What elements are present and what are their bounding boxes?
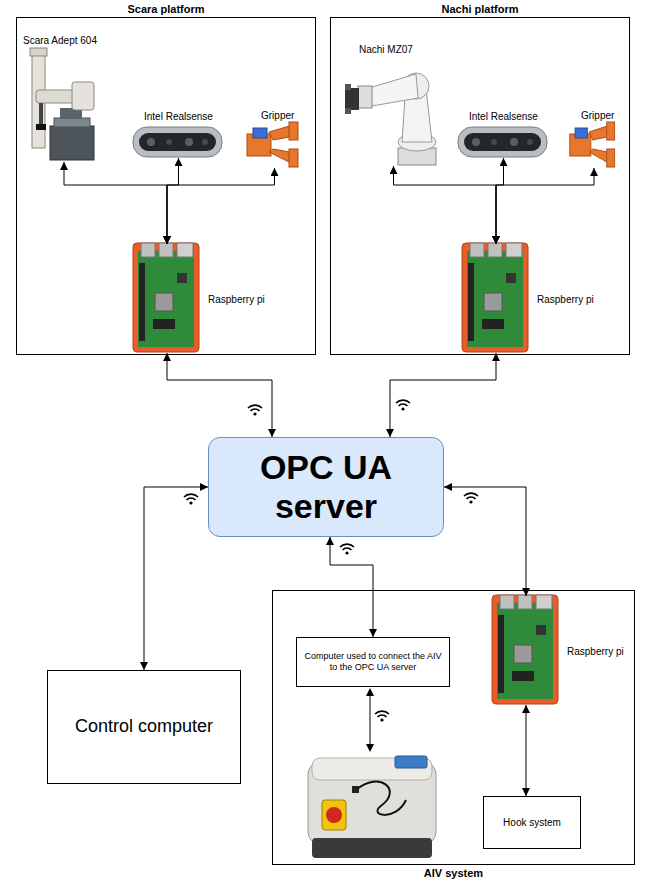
scara-robot-picture xyxy=(30,48,94,160)
group-heading: Nachi platform xyxy=(331,3,629,15)
device-label: Intel Realsense xyxy=(469,111,538,122)
wifi-icon xyxy=(184,494,198,504)
device-label: Raspberry pi xyxy=(537,294,594,305)
box-label: Computer used to connect the AIV to the … xyxy=(301,651,445,673)
connector-arrow xyxy=(526,705,527,796)
device-picture-node: Scara Adept 604 xyxy=(29,49,99,162)
box-label: Control computer xyxy=(75,716,213,738)
wifi-icon xyxy=(396,400,410,410)
connector-arrow xyxy=(444,487,526,596)
device-picture-node: Intel Realsense xyxy=(459,128,548,158)
process-box: Computer used to connect the AIV to the … xyxy=(296,637,450,687)
box-label: Hook system xyxy=(503,817,561,829)
connector-arrow xyxy=(167,168,275,244)
connector-arrow xyxy=(390,353,496,437)
wireless-link-arrow xyxy=(366,688,374,752)
server-box: OPC UA server xyxy=(208,437,444,537)
connector-arrow xyxy=(394,166,497,244)
device-label: Gripper xyxy=(581,110,614,121)
process-box: Control computer xyxy=(47,670,241,784)
gripper-picture xyxy=(570,122,615,167)
device-picture-node: Raspberry pi xyxy=(134,244,200,353)
nachi-robot-picture xyxy=(345,73,436,165)
connector-arrow xyxy=(64,162,167,244)
wifi-icon xyxy=(248,405,262,415)
server-label: OPC UA server xyxy=(226,448,426,526)
device-picture-node: Gripper xyxy=(569,123,619,168)
device-label: Raspberry pi xyxy=(208,294,265,305)
raspberry-pi-picture xyxy=(462,243,528,352)
device-picture-node: Intel Realsense xyxy=(134,128,223,158)
realsense-picture xyxy=(458,127,547,157)
group-heading: Scara platform xyxy=(17,3,315,15)
device-label: Intel Realsense xyxy=(144,111,213,122)
gripper-picture xyxy=(247,122,298,167)
connector-arrow xyxy=(496,168,594,244)
connector-arrow xyxy=(330,537,373,637)
aiv-robot-picture xyxy=(308,756,436,858)
device-label: Scara Adept 604 xyxy=(23,35,97,46)
wifi-icon xyxy=(464,493,478,503)
raspberry-pi-picture xyxy=(133,243,199,352)
device-label: Gripper xyxy=(261,110,294,121)
device-label: Nachi MZ07 xyxy=(359,44,413,55)
group-heading: AIV system xyxy=(273,867,634,879)
device-picture-node: Raspberry pi xyxy=(493,596,559,705)
connector-arrow xyxy=(167,353,272,437)
platform-group: Nachi platformNachi MZ07Intel RealsenseG… xyxy=(330,17,630,355)
platform-group: AIV systemComputer used to connect the A… xyxy=(272,590,635,865)
process-box: Hook system xyxy=(483,796,581,849)
device-picture-node: Gripper xyxy=(246,123,303,168)
device-picture-node: Nachi MZ07 xyxy=(346,61,441,166)
wifi-icon xyxy=(340,544,354,554)
wifi-icon xyxy=(375,711,389,721)
connector-arrow xyxy=(167,158,179,244)
platform-group: Scara platformScara Adept 604Intel Reals… xyxy=(16,17,316,355)
device-label: Raspberry pi xyxy=(567,646,624,657)
device-picture-node: Raspberry pi xyxy=(463,244,529,353)
raspberry-pi-picture xyxy=(492,595,558,704)
connector-arrow xyxy=(144,487,208,670)
realsense-picture xyxy=(133,127,222,157)
connector-arrow xyxy=(496,158,504,244)
